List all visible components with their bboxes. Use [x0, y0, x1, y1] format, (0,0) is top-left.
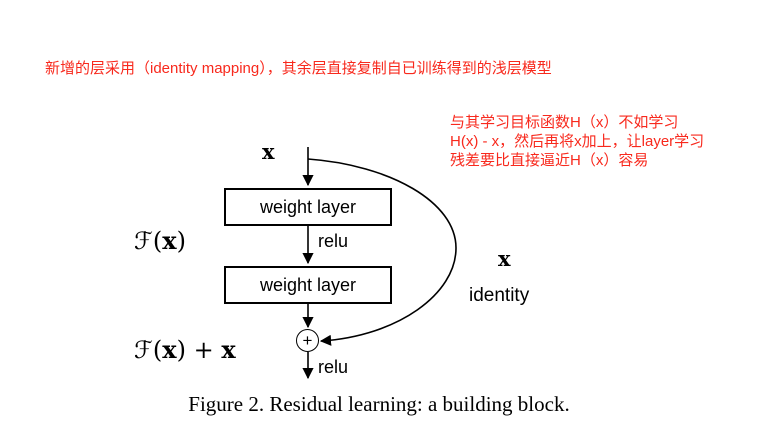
weight-layer-box-1: weight layer — [224, 188, 392, 226]
weight-layer-2-label: weight layer — [259, 274, 357, 295]
top-annotation: 新增的层采用（identity mapping），其余层直接复制自已训练得到的浅… — [45, 60, 552, 77]
relu-mid-label: relu — [318, 231, 349, 251]
identity-label: identity — [469, 285, 530, 306]
input-x-label: x — [262, 139, 275, 164]
sum-node-icon: + — [296, 329, 319, 352]
identity-skip-connection-arrow — [307, 158, 457, 346]
plus-icon: + — [302, 331, 313, 350]
side-annotation-line-3: 残差要比直接逼近H（x）容易 — [450, 152, 649, 169]
weight-layer-box-2: weight layer — [224, 266, 392, 304]
identity-x-label: x — [498, 246, 511, 271]
residual-function-label: ℱ(x) — [134, 226, 186, 255]
figure-caption: Figure 2. Residual learning: a building … — [188, 392, 570, 416]
side-annotation-line-1: 与其学习目标函数H（x）不如学习 — [450, 114, 679, 131]
relu-out-label: relu — [318, 357, 349, 377]
residual-sum-label: ℱ(x) + x — [134, 335, 236, 364]
side-annotation-line-2: H(x) - x，然后再将x加上，让layer学习 — [450, 133, 705, 150]
weight-layer-1-label: weight layer — [259, 196, 357, 217]
side-annotation: 与其学习目标函数H（x）不如学习 H(x) - x，然后再将x加上，让layer… — [450, 113, 704, 170]
